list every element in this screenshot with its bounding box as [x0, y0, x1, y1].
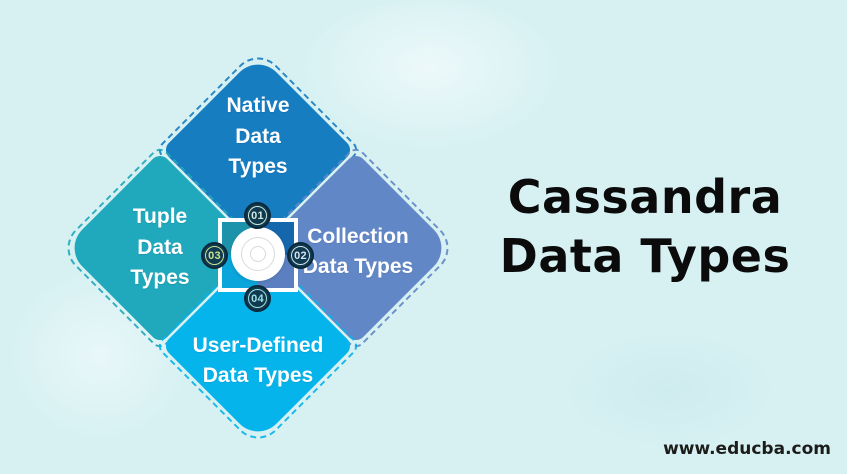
- website-url: www.educba.com: [663, 439, 831, 459]
- background-swirl: [560, 330, 780, 450]
- concentric-circles-icon: [231, 227, 285, 281]
- node-label: Native Data Types: [226, 94, 290, 179]
- node-tuple-data-types: Tuple Data Types: [62, 150, 258, 346]
- node-user-defined-data-types: User-Defined Data Types: [160, 248, 356, 444]
- badge-number: 01: [251, 209, 264, 222]
- node-native-data-types: Native Data Types: [160, 52, 356, 248]
- badge-number: 02: [294, 249, 307, 262]
- node-collection-data-types: Collection Data Types: [258, 150, 454, 346]
- page-title: Cassandra Data Types: [470, 168, 820, 286]
- title-line1: Cassandra: [507, 170, 783, 224]
- title-line2: Data Types: [499, 228, 791, 283]
- node-label: Tuple Data Types: [130, 205, 190, 290]
- badge-number: 03: [208, 249, 221, 262]
- badge-02: 02: [287, 242, 314, 269]
- node-label: Collection Data Types: [302, 224, 414, 278]
- data-types-diagram: Native Data Types Collection Data Types …: [58, 52, 458, 452]
- node-label: User-Defined Data Types: [192, 333, 324, 387]
- badge-04: 04: [244, 285, 271, 312]
- badge-01: 01: [244, 202, 271, 229]
- badge-number: 04: [251, 292, 264, 305]
- badge-03: 03: [201, 242, 228, 269]
